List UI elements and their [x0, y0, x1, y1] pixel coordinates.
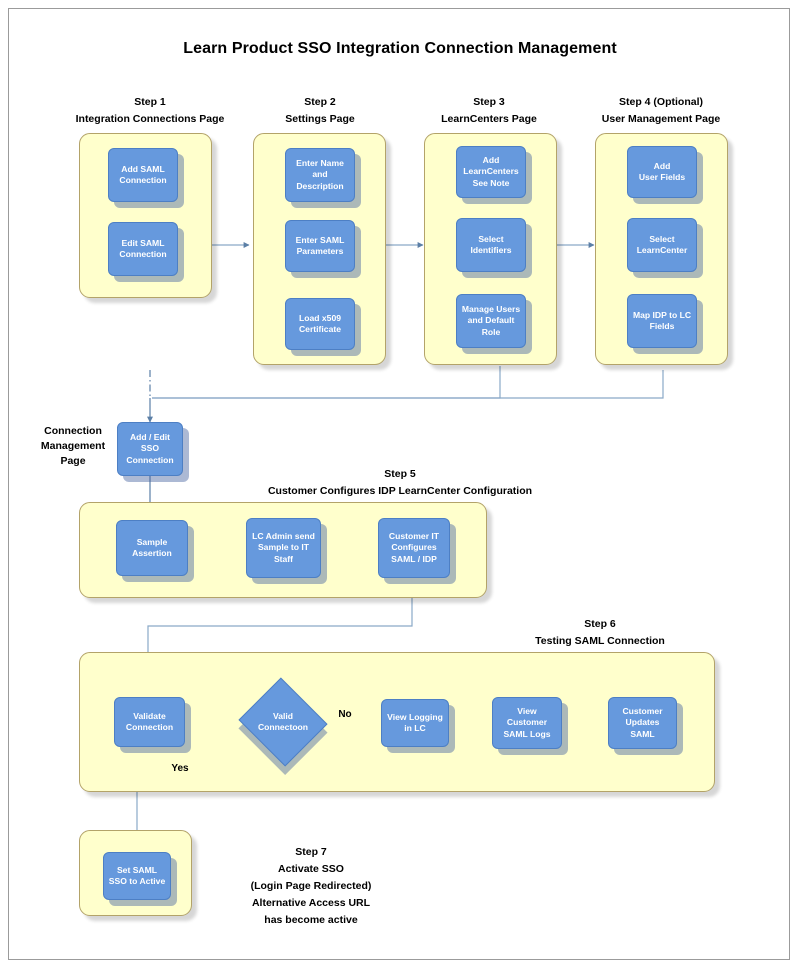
node-select-learncenter[interactable]: Select LearnCenter	[627, 218, 697, 272]
node-add-edit-sso-connection[interactable]: Add / Edit SSO Connection	[117, 422, 183, 476]
decision-label: Valid Connectoon	[257, 710, 309, 733]
page-title: Learn Product SSO Integration Connection…	[183, 40, 617, 57]
step1-page-label: Integration Connections Page	[75, 113, 225, 125]
step4-page-label: User Management Page	[601, 113, 721, 125]
step5-page-label: Customer Configures IDP LearnCenter Conf…	[267, 485, 533, 497]
step2-caption: Step 2 Settings Page	[240, 94, 400, 128]
step1-caption: Step 1 Integration Connections Page	[70, 94, 230, 128]
step4-number: Step 4 (Optional)	[619, 96, 703, 108]
edge-label-yes: Yes	[171, 763, 189, 774]
node-enter-saml-parameters[interactable]: Enter SAML Parameters	[285, 220, 355, 272]
step3-number: Step 3	[473, 96, 505, 108]
step6-page-label: Testing SAML Connection	[535, 635, 665, 647]
node-valid-connection-decision[interactable]: Valid Connectoon	[238, 677, 328, 767]
node-sample-assertion[interactable]: Sample Assertion	[116, 520, 188, 576]
step3-page-label: LearnCenters Page	[441, 113, 537, 125]
step7-description: Step 7 Activate SSO (Login Page Redirect…	[250, 846, 372, 926]
node-set-saml-sso-to-active[interactable]: Set SAML SSO to Active	[103, 852, 171, 900]
node-select-identifiers[interactable]: Select Identifiers	[456, 218, 526, 272]
step5-number: Step 5	[384, 468, 416, 480]
step3-caption: Step 3 LearnCenters Page	[409, 94, 569, 128]
node-validate-connection[interactable]: Validate Connection	[114, 697, 185, 747]
connection-management-page-label: Connection Management Page	[40, 425, 106, 467]
node-add-learncenters[interactable]: Add LearnCenters See Note	[456, 146, 526, 198]
node-add-user-fields[interactable]: Add User Fields	[627, 146, 697, 198]
step4-caption: Step 4 (Optional) User Management Page	[581, 94, 741, 128]
edge-label-no: No	[338, 709, 352, 720]
node-customer-it-configures-saml-idp[interactable]: Customer IT Configures SAML / IDP	[378, 518, 450, 578]
step5-caption: Step 5 Customer Configures IDP LearnCent…	[160, 466, 640, 500]
node-manage-users-and-default-role[interactable]: Manage Users and Default Role	[456, 294, 526, 348]
node-add-saml-connection[interactable]: Add SAML Connection	[108, 148, 178, 202]
node-map-idp-to-lc-fields[interactable]: Map IDP to LC Fields	[627, 294, 697, 348]
node-view-customer-saml-logs[interactable]: View Customer SAML Logs	[492, 697, 562, 749]
node-customer-updates-saml[interactable]: Customer Updates SAML	[608, 697, 677, 749]
node-edit-saml-connection[interactable]: Edit SAML Connection	[108, 222, 178, 276]
step6-caption: Step 6 Testing SAML Connection	[455, 616, 745, 650]
step2-number: Step 2	[304, 96, 336, 108]
step2-page-label: Settings Page	[285, 113, 355, 125]
step6-number: Step 6	[584, 618, 616, 630]
node-enter-name-and-description[interactable]: Enter Name and Description	[285, 148, 355, 202]
step1-number: Step 1	[134, 96, 166, 108]
node-view-logging-in-lc[interactable]: View Logging in LC	[381, 699, 449, 747]
node-lc-admin-send-sample[interactable]: LC Admin send Sample to IT Staff	[246, 518, 321, 578]
node-load-x509-certificate[interactable]: Load x509 Certificate	[285, 298, 355, 350]
